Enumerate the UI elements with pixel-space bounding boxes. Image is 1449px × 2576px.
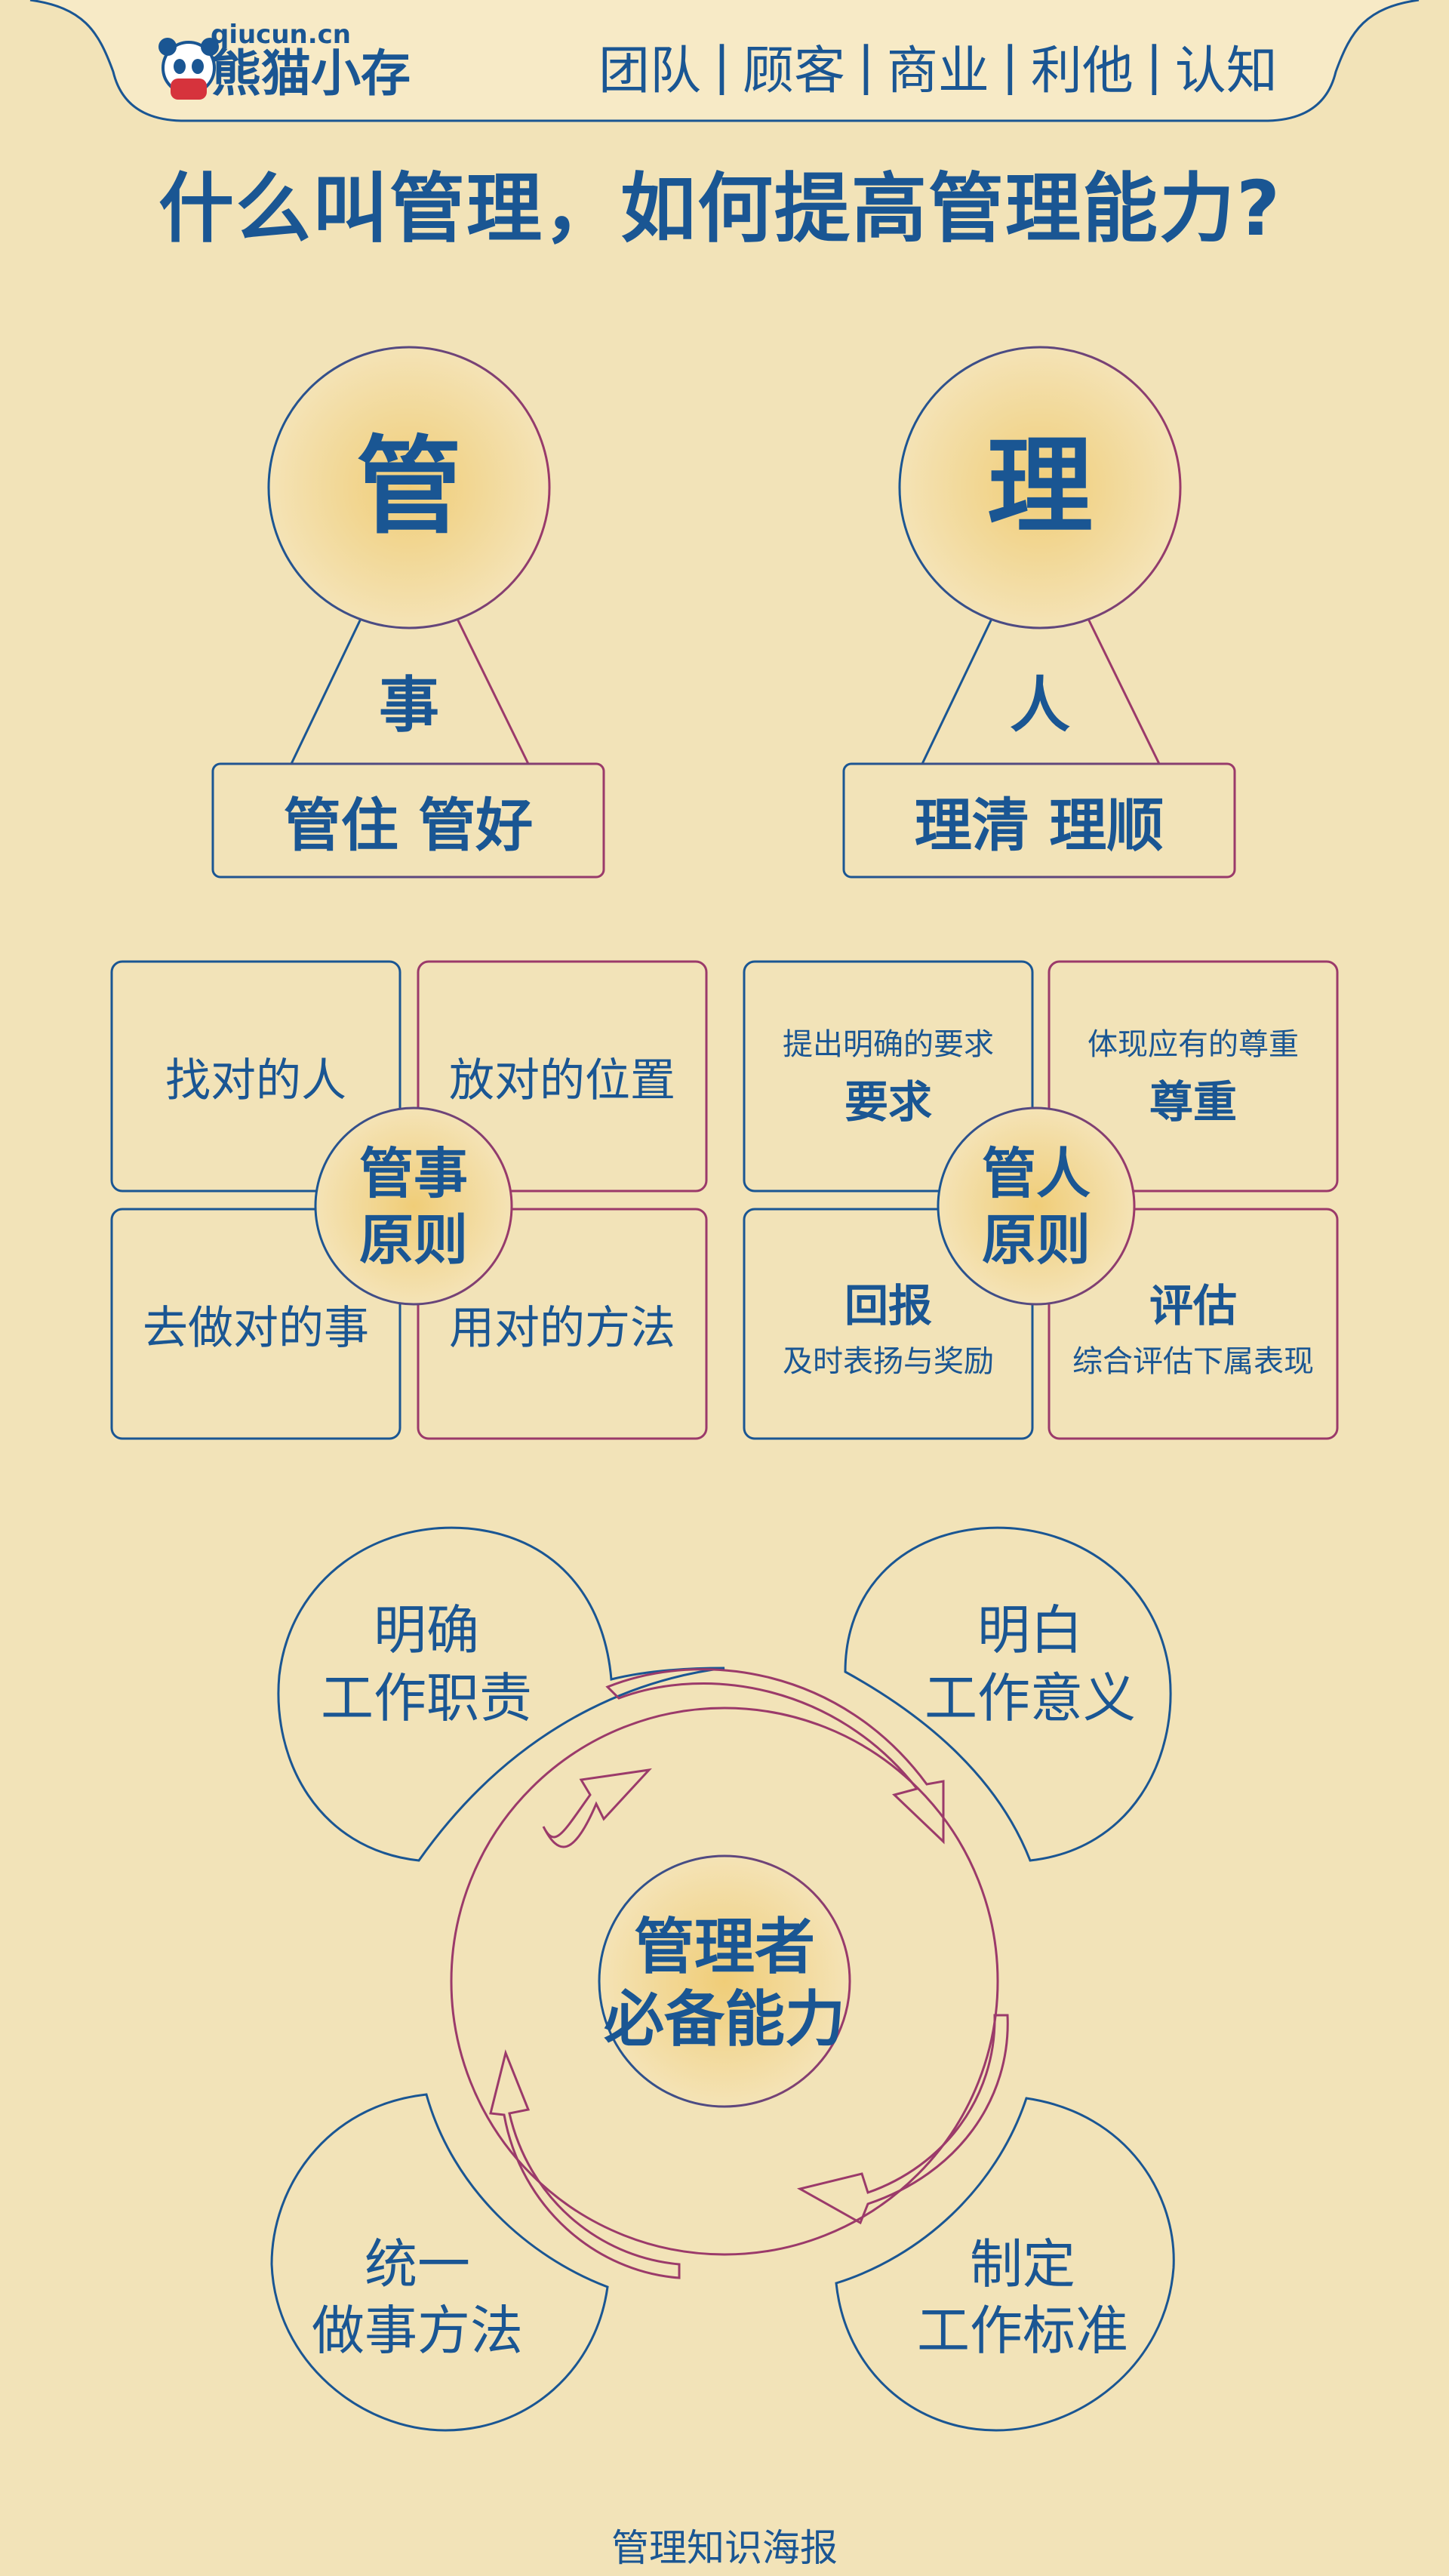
cycle-petals — [270, 1526, 1175, 2432]
matters-cell-4: 用对的方法 — [418, 1209, 706, 1439]
matters-cell-2: 放对的位置 — [418, 962, 706, 1191]
matters-cell-text: 用对的方法 — [449, 1301, 675, 1355]
people-center-line1: 管人 — [981, 1142, 1091, 1205]
matters-grid — [110, 960, 708, 1440]
circle-label-guan: 管 — [355, 426, 463, 549]
footer-caption: 管理知识海报 — [611, 2526, 838, 2570]
people-cell-desc: 体现应有的尊重 — [1088, 1027, 1299, 1062]
top-right-group — [842, 346, 1236, 879]
people-cell-title: 回报 — [844, 1280, 932, 1331]
petal-2-line2: 工作意义 — [924, 1667, 1136, 1729]
people-cell-respect: 体现应有的尊重 尊重 — [1049, 962, 1337, 1191]
people-grid — [743, 960, 1339, 1440]
cycle-center-circle — [598, 1854, 851, 2108]
logo-brand[interactable]: 熊猫小存 — [211, 45, 411, 103]
petal-3-line1: 统一 — [365, 2233, 470, 2295]
petal-1-line2: 工作职责 — [321, 1667, 532, 1729]
people-cell-title: 尊重 — [1149, 1076, 1237, 1128]
middle-label-shi: 事 — [379, 670, 439, 740]
top-left-group — [211, 346, 605, 879]
matters-center-line1: 管事 — [358, 1142, 469, 1205]
people-cell-requirement: 提出明确的要求 要求 — [744, 962, 1032, 1191]
people-cell-title: 要求 — [844, 1076, 932, 1128]
nav-separator: | — [1145, 35, 1163, 96]
cycle-arrows — [489, 1668, 1009, 2279]
middle-label-ren: 人 — [1010, 670, 1070, 740]
petal-4-line1: 制定 — [970, 2233, 1075, 2295]
box-label-manage-well: 管住 管好 — [283, 792, 534, 859]
petal-4-line2: 工作标准 — [917, 2300, 1128, 2362]
circle-label-li: 理 — [986, 426, 1094, 549]
top-nav: 团队 | 顾客 | 商业 | 利他 | 认知 — [598, 36, 1278, 101]
petal-3-line2: 做事方法 — [312, 2300, 523, 2362]
matters-cell-text: 找对的人 — [165, 1054, 346, 1107]
nav-item-cognition[interactable]: 认知 — [1174, 41, 1278, 101]
nav-item-team[interactable]: 团队 — [598, 41, 702, 101]
panda-icon — [158, 38, 219, 100]
people-cell-evaluate: 评估 综合评估下属表现 — [1049, 1209, 1337, 1439]
nav-separator: | — [1001, 35, 1019, 96]
logo-domain: qiucun.cn — [210, 20, 352, 50]
petal-2-line1: 明白 — [977, 1599, 1083, 1661]
box-label-sort-out: 理清 理顺 — [914, 792, 1164, 859]
matters-cell-3: 去做对的事 — [112, 1209, 400, 1439]
cycle-center-line2: 必备能力 — [604, 1984, 845, 2054]
people-cell-desc: 提出明确的要求 — [783, 1027, 994, 1062]
petal-1-line1: 明确 — [374, 1599, 479, 1661]
nav-item-altruism[interactable]: 利他 — [1030, 41, 1134, 101]
cycle-ring — [450, 1707, 999, 2256]
nav-item-customer[interactable]: 顾客 — [742, 41, 845, 101]
page-title: 什么叫管理，如何提高管理能力? — [158, 165, 1282, 253]
people-cell-desc: 及时表扬与奖励 — [783, 1344, 994, 1379]
cycle-center-line1: 管理者 — [634, 1912, 815, 1982]
nav-separator: | — [857, 35, 875, 96]
matters-cell-text: 去做对的事 — [143, 1301, 369, 1355]
people-cell-title: 评估 — [1149, 1280, 1237, 1331]
people-cell-desc: 综合评估下属表现 — [1072, 1344, 1314, 1379]
matters-cell-1: 找对的人 — [112, 962, 400, 1191]
matters-center-line2: 原则 — [358, 1208, 469, 1272]
nav-item-business[interactable]: 商业 — [886, 41, 989, 101]
nav-separator: | — [713, 35, 731, 96]
people-center-line2: 原则 — [981, 1208, 1091, 1272]
people-cell-reward: 回报 及时表扬与奖励 — [744, 1209, 1032, 1439]
header-tab — [29, 0, 1420, 122]
matters-cell-text: 放对的位置 — [449, 1054, 675, 1107]
